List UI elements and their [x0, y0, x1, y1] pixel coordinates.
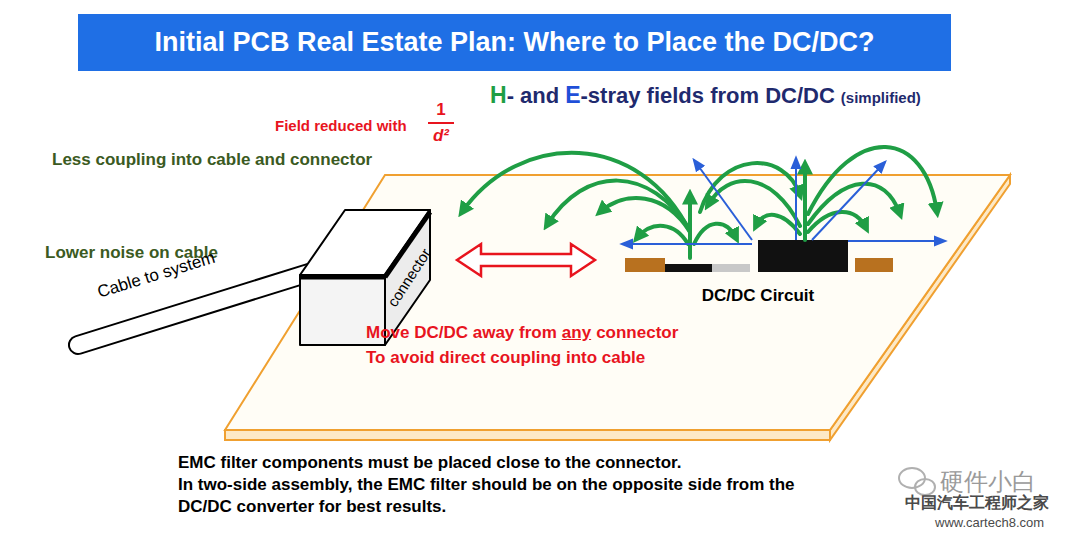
title-text: Initial PCB Real Estate Plan: Where to P… — [78, 14, 951, 71]
warning-text: To avoid direct coupling into cable — [366, 348, 645, 368]
warning-text: Move DC/DC away from — [366, 323, 557, 343]
field-heading: H- andE-stray fields from DC/DC (simplifi… — [490, 82, 921, 109]
watermark: www.cartech8.com — [935, 515, 1044, 530]
note-text: Less coupling into cable and connector — [52, 150, 372, 170]
heading-text: - and — [507, 83, 560, 109]
note-text: In two-side assembly, the EMC filter sho… — [178, 474, 843, 518]
connector-box: connector — [386, 212, 432, 342]
heading-text: -stray fields from DC/DC — [581, 83, 835, 109]
warning-text: connector — [596, 323, 678, 343]
h-letter: H — [490, 82, 507, 109]
fraction-bar — [428, 122, 454, 124]
fraction-numerator: 1 — [433, 100, 448, 120]
title-bar — [78, 14, 951, 71]
heading-note: (simplified) — [841, 89, 921, 106]
note-text: Field reduced with — [275, 117, 407, 134]
note-text: EMC filter components must be placed clo… — [178, 452, 681, 474]
warning-line: Move DC/DC away fromanyconnector — [366, 323, 678, 343]
e-field-lines — [622, 158, 945, 244]
double-arrow — [457, 244, 595, 276]
warning-emphasis: any — [562, 323, 591, 343]
dcdc-circuit: DC/DC Circuit — [620, 236, 896, 306]
e-letter: E — [565, 82, 580, 109]
rotated-label: connector — [384, 245, 434, 310]
node-label: DC/DC Circuit — [702, 286, 814, 306]
watermark-logo — [899, 468, 935, 495]
pcb-board — [225, 175, 1010, 440]
fraction: 1 d² — [428, 100, 454, 146]
fraction-denominator: d² — [430, 126, 452, 146]
watermark: 中国汽车工程师之家 — [905, 493, 1049, 514]
